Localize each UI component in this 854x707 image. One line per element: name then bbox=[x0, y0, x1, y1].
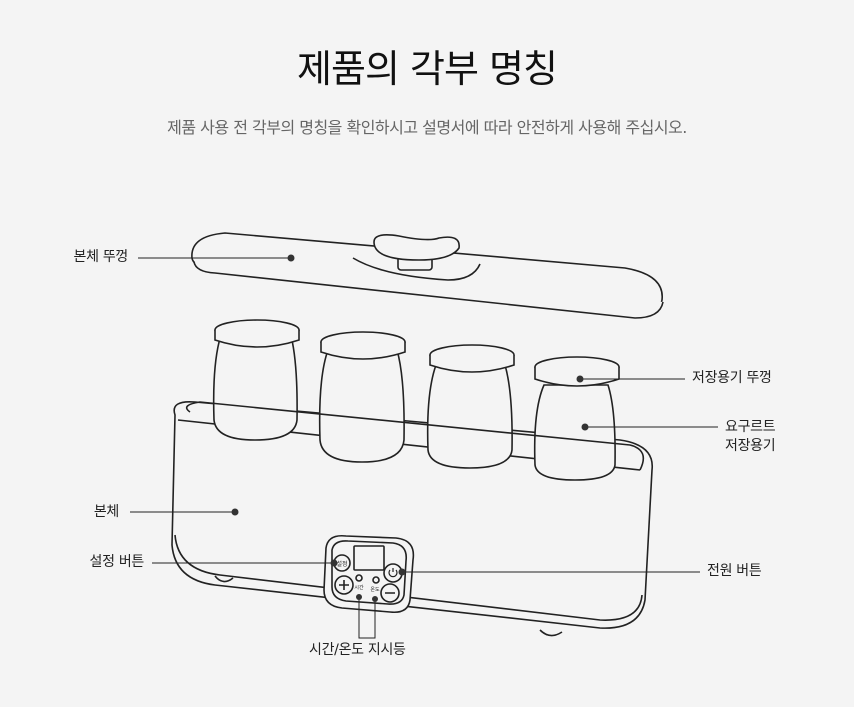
label-jar-line1: 요구르트 bbox=[725, 419, 776, 435]
label-body: 본체 bbox=[93, 504, 119, 520]
label-set-button: 설정 버튼 bbox=[89, 554, 145, 570]
label-jar-line2: 저장용기 bbox=[725, 438, 776, 454]
jar-3 bbox=[426, 344, 515, 469]
main-body bbox=[171, 400, 653, 637]
control-panel bbox=[323, 534, 415, 614]
page-title: 제품의 각부 명칭 bbox=[297, 47, 558, 91]
body-rim bbox=[185, 401, 645, 471]
label-lid: 본체 뚜껑 bbox=[73, 249, 129, 265]
jar-1 bbox=[212, 319, 300, 441]
storage-jars bbox=[212, 319, 620, 481]
jar-2 bbox=[318, 331, 406, 463]
set-button-text: 설정 bbox=[336, 560, 347, 568]
label-jar: 요구르트 저장용기 bbox=[725, 418, 776, 456]
page-subtitle: 제품 사용 전 각부의 명칭을 확인하시고 설명서에 따라 안전하게 사용해 주… bbox=[167, 118, 687, 137]
jar-4 bbox=[533, 356, 620, 481]
leader-lines bbox=[130, 254, 718, 639]
time-led-label: 시간 bbox=[354, 584, 364, 591]
temp-led-label: 온도 bbox=[370, 587, 380, 593]
label-jar-lid: 저장용기 뚜껑 bbox=[692, 370, 772, 386]
label-power-button: 전원 버튼 bbox=[707, 563, 762, 579]
main-lid bbox=[191, 232, 664, 319]
label-indicator: 시간/온도 지시등 bbox=[309, 642, 406, 658]
